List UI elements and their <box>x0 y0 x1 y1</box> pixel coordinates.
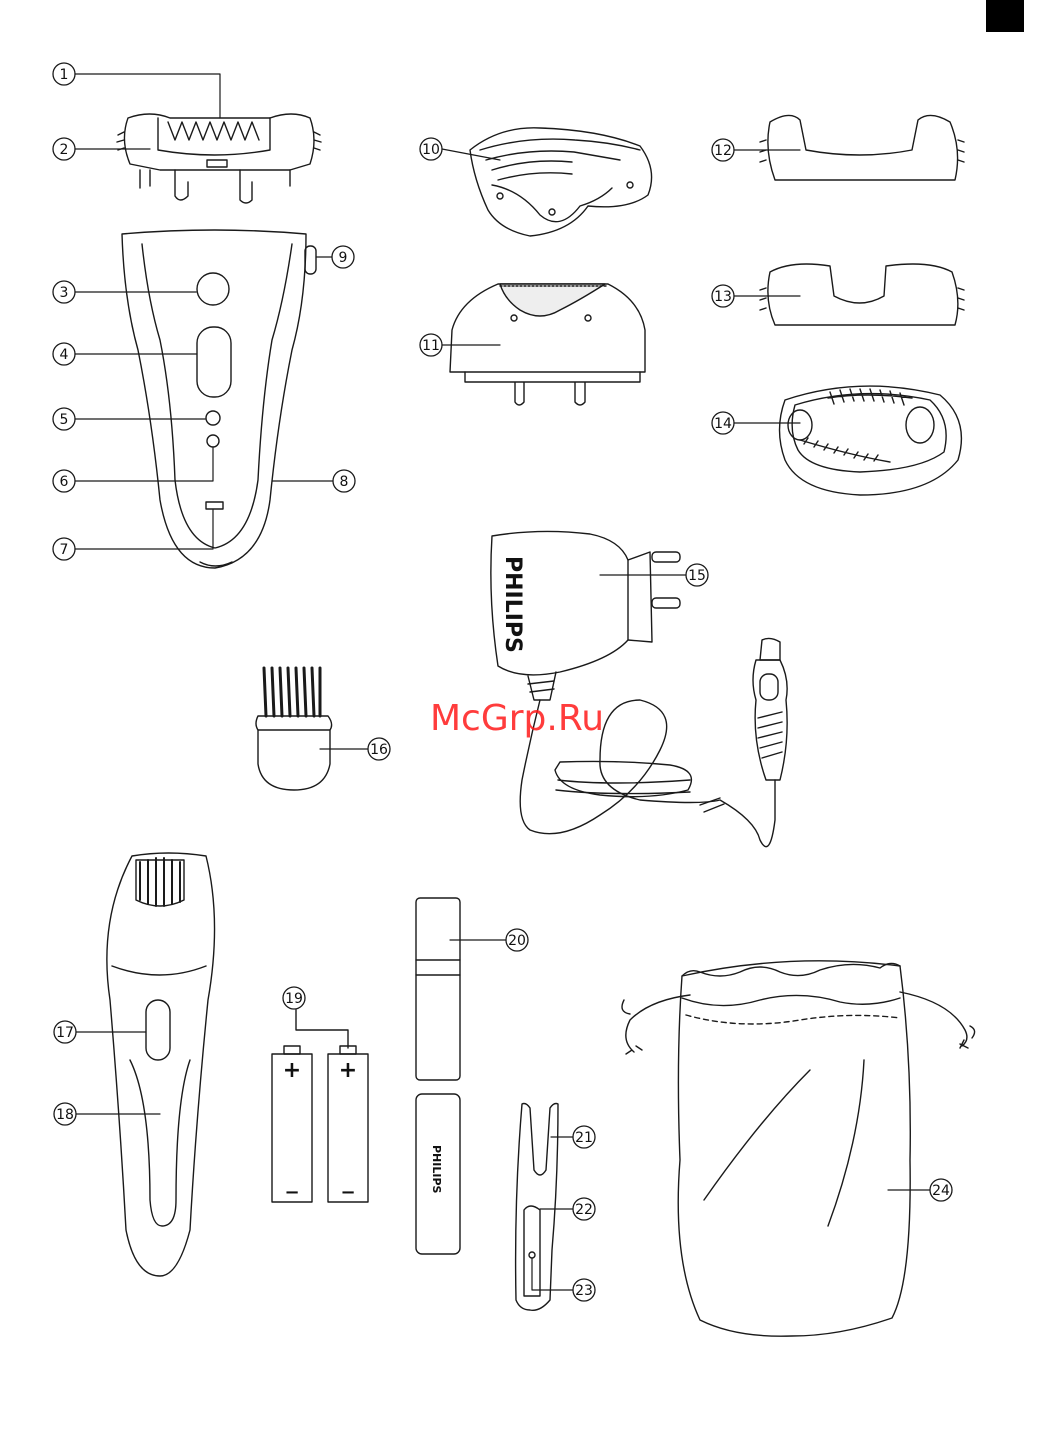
callout-number: 21 <box>575 1130 593 1146</box>
skin-contact-cap-13 <box>760 264 964 325</box>
case-brand-text: PHILIPS <box>430 1145 443 1194</box>
callout-19: 19 <box>283 987 305 1009</box>
callout-number: 16 <box>370 742 388 758</box>
callout-20: 20 <box>506 929 528 951</box>
battery-minus-right: − <box>340 1182 355 1203</box>
callout-number: 7 <box>60 542 69 558</box>
power-adapter <box>491 531 787 846</box>
callout-number: 8 <box>340 474 349 490</box>
callout-13: 13 <box>712 285 734 307</box>
callout-3: 3 <box>53 281 75 303</box>
callout-15: 15 <box>686 564 708 586</box>
callout-8: 8 <box>333 470 355 492</box>
batteries <box>272 1010 368 1202</box>
watermark-text: McGrp.Ru <box>430 698 604 739</box>
callout-9: 9 <box>332 246 354 268</box>
callout-number: 23 <box>575 1283 593 1299</box>
callout-22: 22 <box>573 1198 595 1220</box>
compact-epilator <box>107 853 215 1276</box>
callout-5: 5 <box>53 408 75 430</box>
callout-number: 19 <box>285 991 303 1007</box>
callout-10: 10 <box>420 138 442 160</box>
callout-11: 11 <box>420 334 442 356</box>
callout-number: 14 <box>714 416 732 432</box>
leader-lines <box>74 74 930 1290</box>
battery-minus-left: − <box>284 1182 299 1203</box>
callout-21: 21 <box>573 1126 595 1148</box>
callout-number: 1 <box>60 67 69 83</box>
callout-number: 17 <box>56 1025 74 1041</box>
callout-7: 7 <box>53 538 75 560</box>
callout-number: 15 <box>688 568 706 584</box>
callout-number: 22 <box>575 1202 593 1218</box>
callout-4: 4 <box>53 343 75 365</box>
tweezer-case <box>416 898 460 1254</box>
callout-17: 17 <box>54 1021 76 1043</box>
callout-16: 16 <box>368 738 390 760</box>
callout-number: 2 <box>60 142 69 158</box>
callout-12: 12 <box>712 139 734 161</box>
callout-number: 3 <box>60 285 69 301</box>
callout-number: 9 <box>339 250 348 266</box>
shaving-head-cap <box>470 128 652 236</box>
callout-14: 14 <box>712 412 734 434</box>
callout-1: 1 <box>53 63 75 85</box>
callout-number: 13 <box>714 289 732 305</box>
callout-6: 6 <box>53 470 75 492</box>
callout-number: 11 <box>422 338 440 354</box>
battery-plus-left: + <box>283 1058 301 1083</box>
callout-number: 12 <box>714 143 732 159</box>
epilator-body <box>122 230 316 568</box>
callout-2: 2 <box>53 138 75 160</box>
callout-24: 24 <box>930 1179 952 1201</box>
storage-pouch <box>622 961 975 1336</box>
callout-23: 23 <box>573 1279 595 1301</box>
callout-number: 24 <box>932 1183 950 1199</box>
skin-contact-cap-12 <box>760 115 964 180</box>
battery-plus-right: + <box>339 1058 357 1083</box>
callout-number: 6 <box>60 474 69 490</box>
callout-number: 20 <box>508 933 526 949</box>
light-tweezers <box>516 1104 558 1311</box>
callout-18: 18 <box>54 1103 76 1125</box>
callout-number: 18 <box>56 1107 74 1123</box>
battery-signs: + + − − <box>283 1058 357 1203</box>
callout-number: 10 <box>422 142 440 158</box>
callout-number: 4 <box>60 347 69 363</box>
epilating-head-part <box>117 114 321 203</box>
massage-cap <box>780 386 962 495</box>
corner-tab <box>986 0 1024 32</box>
adapter-brand-text: PHILIPS <box>500 556 525 653</box>
callout-number: 5 <box>60 412 69 428</box>
cleaning-brush <box>256 668 332 790</box>
